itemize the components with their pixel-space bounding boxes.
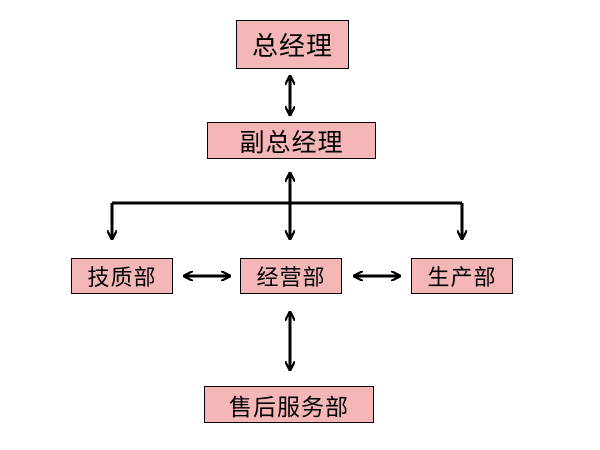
node-general-manager: 总经理 (236, 20, 349, 69)
node-operations-dept: 经营部 (240, 258, 342, 294)
node-technical-quality-dept: 技质部 (71, 258, 173, 294)
node-after-sales-dept: 售后服务部 (204, 386, 374, 423)
node-production-dept: 生产部 (411, 258, 513, 294)
node-deputy-general-manager: 副总经理 (207, 122, 376, 159)
